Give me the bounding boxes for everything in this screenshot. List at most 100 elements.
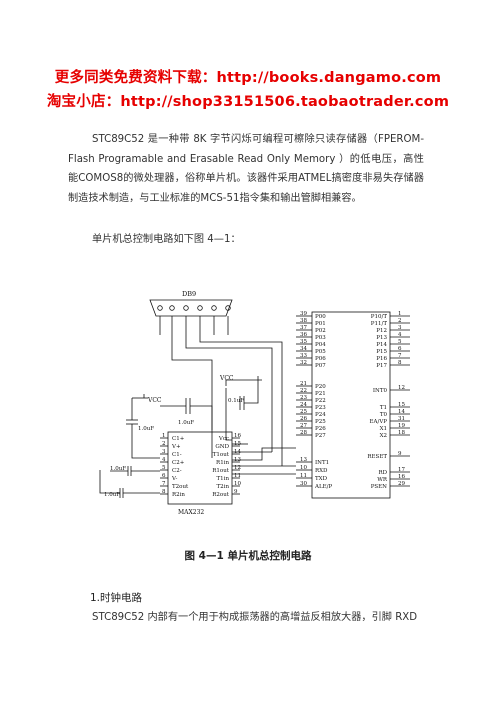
clock-paragraph: STC89C52 内部有一个用于构成振荡器的高增益反相放大器，引脚 RXD <box>68 608 424 628</box>
max232-pin-number: 11 <box>234 473 241 479</box>
mcu-pin-number: 33 <box>300 353 307 359</box>
mcu-pin-number: 26 <box>300 416 307 422</box>
mcu-pin-number: 31 <box>398 416 405 422</box>
mcu-pin-name: P05 <box>315 349 326 355</box>
max232-pin-number: 1 <box>162 433 166 439</box>
mcu-pin-name: RXD <box>315 468 328 474</box>
mcu-pin-name: ALE/P <box>314 484 332 490</box>
max232-pin-number: 8 <box>162 489 166 495</box>
mcu-pin-name: P23 <box>315 405 326 411</box>
mcu-pin-name: P26 <box>315 426 326 432</box>
mcu-pin-name: P03 <box>315 335 326 341</box>
mcu-pin-number: 10 <box>300 465 307 471</box>
mcu-pin-number: 23 <box>300 395 307 401</box>
max232-pin-number: 3 <box>162 449 166 455</box>
mcu-pin-name: P04 <box>315 342 326 348</box>
mcu-pin-name: T0 <box>380 412 388 418</box>
mcu-pin-number: 9 <box>398 451 402 457</box>
mcu-pin-number: 24 <box>300 402 307 408</box>
mcu-pin-number: 39 <box>300 311 307 317</box>
mcu-pin-number: 30 <box>300 481 307 487</box>
mcu-chip-body <box>311 311 391 499</box>
mcu-pin-name: P00 <box>315 314 326 320</box>
capacitor-c5 <box>99 470 160 498</box>
mcu-pin-name: P12 <box>376 328 387 334</box>
max232-pin-number: 12 <box>234 465 241 471</box>
max232-pin-number: 16 <box>234 433 241 439</box>
mcu-pin-name: X1 <box>380 426 387 432</box>
mcu-pin-name: P11/T <box>371 321 388 327</box>
mcu-pin-number: 36 <box>300 332 307 338</box>
mcu-pin-number: 13 <box>300 457 307 463</box>
mcu-pin-number: 16 <box>398 474 405 480</box>
max232-pin-name: C1- <box>172 452 182 458</box>
mcu-pin-name: P27 <box>315 433 326 439</box>
max232-pin-name: T2out <box>172 484 189 490</box>
max232-pin-number: 9 <box>234 489 238 495</box>
max232-pin-name: R2out <box>212 492 229 498</box>
mcu-pin-name: P21 <box>315 391 326 397</box>
max232-label: MAX232 <box>178 509 204 516</box>
max232-right-pin-labels: 16Vcc15GND14T1out13R1in12R1out11T1in10T2… <box>212 433 241 498</box>
mcu-pin-name: EA/VP <box>369 419 387 425</box>
mcu-pin-name: P24 <box>315 412 326 418</box>
mcu-pin-name: P20 <box>315 384 326 390</box>
mcu-pin-name: P07 <box>315 363 326 369</box>
max232-pin-name: T1out <box>213 452 230 458</box>
max232-pin-name: V+ <box>171 444 181 450</box>
mcu-pin-number: 38 <box>300 318 307 324</box>
max232-pin-name: GND <box>215 444 229 450</box>
max232-pin-name: R1in <box>216 460 229 466</box>
db9-pins <box>157 305 231 311</box>
mcu-pin-name: P10/T <box>371 314 388 320</box>
mcu-pin-number: 29 <box>398 481 405 487</box>
max232-chip-body <box>167 431 233 505</box>
cap-label-1: 1.0uF <box>178 420 194 426</box>
mcu-pin-number: 19 <box>398 423 405 429</box>
cap-label-3: 0.1uF <box>228 398 244 404</box>
mcu-pin-number: 14 <box>398 409 405 415</box>
mcu-pin-name: T1 <box>380 405 387 411</box>
mcu-pin-number: 22 <box>300 388 307 394</box>
mcu-pin-name: TXD <box>315 476 328 482</box>
promo-shop-link[interactable]: 淘宝小店：http://shop33151506.taobaotrader.co… <box>46 94 450 110</box>
max232-pin-number: 15 <box>234 441 241 447</box>
mcu-pin-number: 8 <box>398 360 402 366</box>
mcu-pin-number: 21 <box>300 381 307 387</box>
max232-pin-name: R2in <box>172 492 185 498</box>
mcu-pin-number: 4 <box>398 332 402 338</box>
mcu-pin-number: 3 <box>398 325 402 331</box>
mcu-pin-name: WR <box>377 477 388 483</box>
max232-pin-number: 10 <box>234 481 241 487</box>
section-heading-clock: 1.时钟电路 <box>90 592 143 604</box>
max232-stubs <box>160 437 240 495</box>
mcu-pin-name: P06 <box>315 356 326 362</box>
max232-pin-number: 5 <box>162 465 166 471</box>
mcu-pin-number: 37 <box>300 325 307 331</box>
max232-pin-number: 2 <box>162 441 166 447</box>
mcu-pin-number: 32 <box>300 360 307 366</box>
figure-caption: 图 4—1 单片机总控制电路 <box>184 550 312 562</box>
mcu-left-stubs <box>296 315 312 487</box>
mcu-pin-name: P25 <box>315 419 326 425</box>
mcu-pin-name: P14 <box>376 342 387 348</box>
mcu-pin-name: P01 <box>315 321 326 327</box>
capacitor-c4 <box>110 466 160 476</box>
vcc-label: VCC <box>147 397 162 404</box>
figure-intro-text: 单片机总控制电路如下图 4—1： <box>92 234 241 245</box>
max232-pin-name: R1out <box>212 468 229 474</box>
max232-pin-name: C1+ <box>172 436 185 442</box>
mcu-pin-number: 12 <box>398 385 405 391</box>
mcu-pin-name: P16 <box>376 356 387 362</box>
mcu-pin-number: 27 <box>300 423 307 429</box>
mcu-pin-number: 15 <box>398 402 405 408</box>
promo-download-link[interactable]: 更多同类免费资料下载：http://books.dangamo.com <box>54 70 442 86</box>
mcu-pin-name: RESET <box>367 454 387 460</box>
mcu-pin-number: 28 <box>300 430 307 436</box>
max232-pin-name: Vcc <box>218 436 229 442</box>
db9-label: DB9 <box>182 290 196 298</box>
mcu-pin-name: RD <box>378 470 387 476</box>
